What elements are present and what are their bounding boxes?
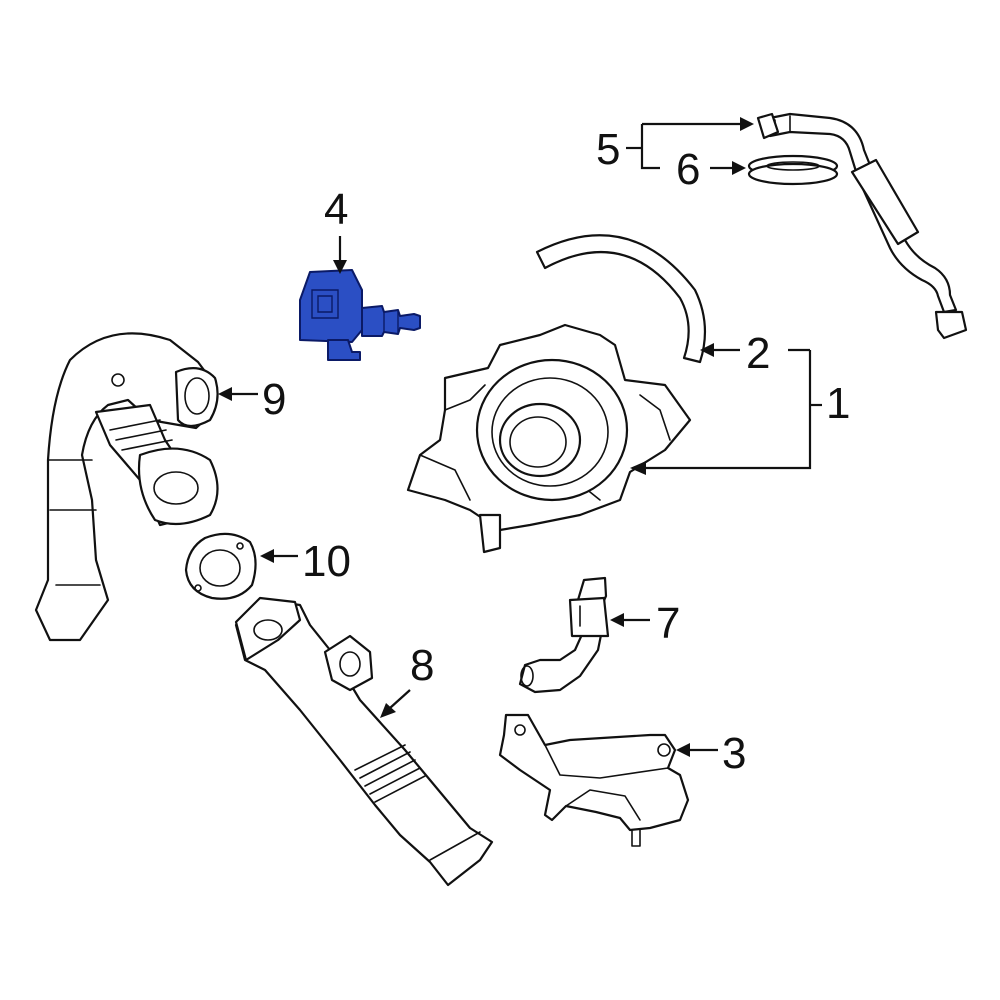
callout-5[interactable]: 5 bbox=[596, 125, 620, 174]
part-3-bracket[interactable] bbox=[498, 713, 690, 847]
part-5-sensor-tube[interactable] bbox=[756, 112, 968, 340]
part-4-valve[interactable] bbox=[299, 269, 421, 361]
part-2-heat-shield[interactable] bbox=[535, 234, 707, 364]
part-9-intake-tube[interactable] bbox=[34, 332, 219, 642]
callout-10[interactable]: 10 bbox=[302, 537, 351, 586]
part-10-gasket[interactable] bbox=[184, 532, 257, 600]
callout-numbers: 1 2 3 4 5 6 7 8 9 10 bbox=[262, 125, 850, 778]
callout-4[interactable]: 4 bbox=[324, 185, 348, 234]
part-8-egr-pipe[interactable] bbox=[234, 596, 494, 887]
leader-lines bbox=[218, 117, 822, 757]
callout-2[interactable]: 2 bbox=[746, 329, 770, 378]
callout-6[interactable]: 6 bbox=[676, 145, 700, 194]
part-6-gasket[interactable] bbox=[747, 154, 839, 186]
callout-9[interactable]: 9 bbox=[262, 375, 286, 424]
part-1-turbocharger[interactable] bbox=[406, 323, 692, 554]
callout-3[interactable]: 3 bbox=[722, 729, 746, 778]
callout-8[interactable]: 8 bbox=[410, 641, 434, 690]
part-7-hose[interactable] bbox=[518, 576, 610, 694]
callout-7[interactable]: 7 bbox=[656, 599, 680, 648]
callout-1[interactable]: 1 bbox=[826, 379, 850, 428]
